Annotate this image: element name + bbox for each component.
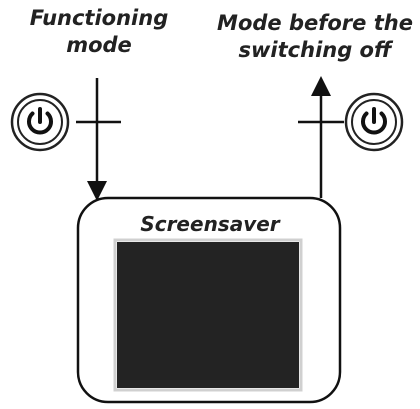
label-line: Mode before the <box>217 11 413 35</box>
label-line: mode <box>66 33 132 57</box>
arrow-to-screensaver <box>76 78 121 201</box>
screensaver-label: Screensaver <box>140 212 280 236</box>
left-power-button[interactable] <box>10 92 70 152</box>
power-icon <box>361 107 387 135</box>
arrow-from-screensaver <box>298 76 344 198</box>
power-icon <box>27 107 53 135</box>
screen-border <box>113 238 303 392</box>
functioning-mode-label: Functioning mode <box>24 5 174 59</box>
mode-before-switching-off-label: Mode before the switching off <box>215 10 415 64</box>
right-power-button[interactable] <box>344 92 404 152</box>
label-line: Functioning <box>29 6 169 30</box>
label-line: switching off <box>238 38 392 62</box>
screen <box>117 242 299 388</box>
